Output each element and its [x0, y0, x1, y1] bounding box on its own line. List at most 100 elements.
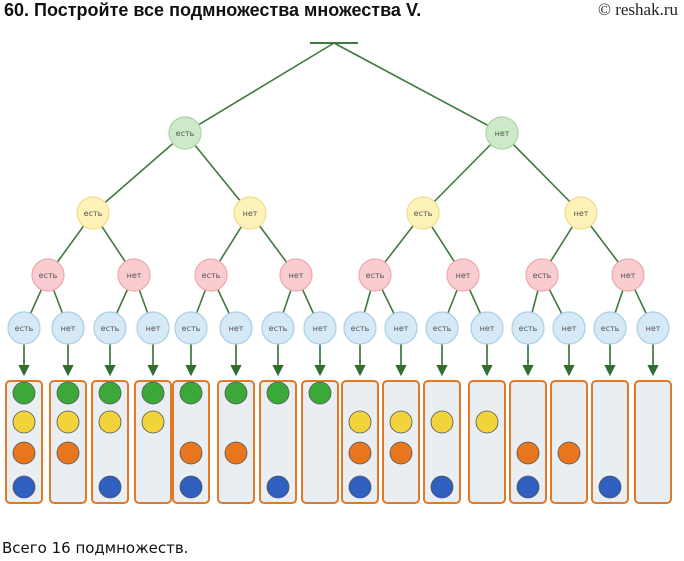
subset-box-10	[382, 380, 420, 504]
subset-boxes	[5, 380, 672, 504]
node-label: есть	[101, 324, 120, 333]
subset-box-frame	[423, 380, 461, 504]
watermark-text: © reshak.ru	[598, 0, 678, 19]
subset-box-9	[341, 380, 379, 504]
yellow-element-dot	[141, 410, 165, 434]
node-yes-level-4: есть	[174, 311, 208, 345]
node-label: есть	[519, 324, 538, 333]
node-label: нет	[313, 324, 328, 333]
green-element-dot	[266, 381, 290, 405]
node-circle	[358, 258, 392, 292]
subset-box-frame	[301, 380, 339, 504]
node-label: есть	[202, 271, 221, 280]
node-circle	[76, 196, 110, 230]
node-no-level-4: нет	[636, 311, 670, 345]
orange-element-dot	[179, 441, 203, 465]
node-label: нет	[495, 129, 510, 138]
node-circle	[168, 116, 202, 150]
subset-box-11	[423, 380, 461, 504]
subset-box-6	[217, 380, 255, 504]
node-yes-level-4: есть	[511, 311, 545, 345]
node-no-level-3: нет	[279, 258, 313, 292]
subset-box-frame	[134, 380, 172, 504]
node-circle	[525, 258, 559, 292]
node-no-level-4: нет	[136, 311, 170, 345]
node-label: есть	[15, 324, 34, 333]
node-label: есть	[601, 324, 620, 333]
blue-element-dot	[348, 475, 372, 499]
subset-box-3	[91, 380, 129, 504]
node-label: есть	[351, 324, 370, 333]
green-element-dot	[141, 381, 165, 405]
subset-box-8	[301, 380, 339, 504]
blue-element-dot	[430, 475, 454, 499]
green-element-dot	[56, 381, 80, 405]
node-yes-level-4: есть	[7, 311, 41, 345]
orange-element-dot	[557, 441, 581, 465]
yellow-element-dot	[348, 410, 372, 434]
orange-element-dot	[12, 441, 36, 465]
node-yes-level-4: есть	[425, 311, 459, 345]
node-label: нет	[456, 271, 471, 280]
node-circle	[552, 311, 586, 345]
node-label: есть	[366, 271, 385, 280]
node-yes-level-2: есть	[76, 196, 110, 230]
node-circle	[406, 196, 440, 230]
blue-element-dot	[266, 475, 290, 499]
node-circle	[261, 311, 295, 345]
tree-edge	[333, 42, 503, 134]
node-no-level-3: нет	[611, 258, 645, 292]
node-yes-level-3: есть	[358, 258, 392, 292]
green-element-dot	[98, 381, 122, 405]
subset-box-7	[259, 380, 297, 504]
node-no-level-2: нет	[564, 196, 598, 230]
blue-element-dot	[98, 475, 122, 499]
node-circle	[51, 311, 85, 345]
node-no-level-4: нет	[552, 311, 586, 345]
tree-edge	[92, 132, 186, 214]
tree-edge	[422, 132, 503, 214]
subset-box-14	[550, 380, 588, 504]
node-circle	[485, 116, 519, 150]
subset-box-frame	[91, 380, 129, 504]
node-circle	[343, 311, 377, 345]
node-yes-level-3: есть	[525, 258, 559, 292]
yellow-element-dot	[475, 410, 499, 434]
node-no-level-4: нет	[303, 311, 337, 345]
node-label: нет	[243, 209, 258, 218]
node-yes-level-3: есть	[31, 258, 65, 292]
node-label: нет	[127, 271, 142, 280]
node-circle	[636, 311, 670, 345]
node-circle	[233, 196, 267, 230]
total-count-text: Всего 16 подмножеств.	[2, 539, 189, 557]
node-circle	[31, 258, 65, 292]
node-label: нет	[574, 209, 589, 218]
node-no-level-4: нет	[384, 311, 418, 345]
yellow-element-dot	[98, 410, 122, 434]
yellow-element-dot	[389, 410, 413, 434]
node-label: нет	[61, 324, 76, 333]
node-circle	[564, 196, 598, 230]
node-label: нет	[562, 324, 577, 333]
node-no-level-1: нет	[485, 116, 519, 150]
node-yes-level-4: есть	[93, 311, 127, 345]
node-circle	[136, 311, 170, 345]
subset-box-16	[634, 380, 672, 504]
node-yes-level-4: есть	[593, 311, 627, 345]
subset-box-frame	[259, 380, 297, 504]
tree-edge	[184, 42, 335, 134]
node-circle	[303, 311, 337, 345]
orange-element-dot	[389, 441, 413, 465]
node-label: нет	[621, 271, 636, 280]
blue-element-dot	[516, 475, 540, 499]
node-circle	[219, 311, 253, 345]
node-no-level-4: нет	[470, 311, 504, 345]
node-no-level-4: нет	[51, 311, 85, 345]
node-label: есть	[176, 129, 195, 138]
tree-edge	[501, 132, 582, 214]
node-circle	[194, 258, 228, 292]
node-label: есть	[414, 209, 433, 218]
node-label: есть	[269, 324, 288, 333]
